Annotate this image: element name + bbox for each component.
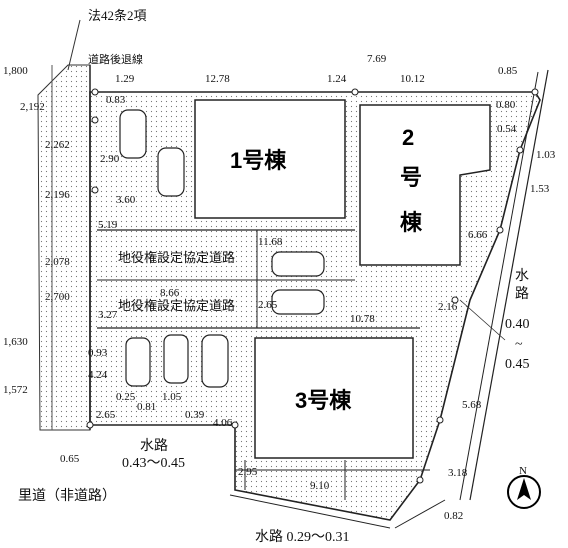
dim-0-39: 0.39 bbox=[185, 409, 205, 421]
dim-10-12: 10.12 bbox=[400, 73, 425, 85]
dim-0-82: 0.82 bbox=[444, 510, 463, 522]
building-3-label: 3号棟 bbox=[295, 388, 352, 413]
north-label: N bbox=[519, 465, 527, 477]
dim-3-60: 3.60 bbox=[116, 194, 136, 206]
car-4 bbox=[271, 289, 325, 315]
car-7 bbox=[201, 334, 229, 388]
dim-1800: 1,800 bbox=[3, 65, 28, 77]
dim-0-83: 0.83 bbox=[106, 94, 126, 106]
dim-2262: 2,262 bbox=[45, 139, 70, 151]
dim-2-65b: 2.65 bbox=[96, 409, 116, 421]
north-compass-icon: N bbox=[507, 465, 541, 509]
dim-0-65: 0.65 bbox=[60, 453, 80, 465]
building-2 bbox=[359, 104, 491, 266]
dim-0-54: 0.54 bbox=[497, 123, 517, 135]
building-1 bbox=[194, 99, 346, 219]
left-road-strip bbox=[37, 19, 91, 431]
building-3 bbox=[254, 337, 414, 459]
waterway-right-3: 0.40 bbox=[505, 317, 530, 332]
dim-3-18: 3.18 bbox=[448, 467, 468, 479]
building-2-go: 号 bbox=[400, 165, 422, 190]
village-road-label: 里道（非道路） bbox=[18, 488, 116, 504]
dim-0-25: 0.25 bbox=[116, 391, 136, 403]
dim-1-05: 1.05 bbox=[162, 391, 182, 403]
dim-5-68: 5.68 bbox=[462, 399, 482, 411]
dim-1-24: 1.24 bbox=[327, 73, 347, 85]
car-2 bbox=[157, 147, 185, 197]
corner-markers bbox=[86, 88, 539, 484]
dim-4-06: 4.06 bbox=[213, 417, 233, 429]
dim-2-95: 2.95 bbox=[238, 466, 258, 478]
waterway-right-2: 路 bbox=[515, 286, 529, 302]
bottom-waterway bbox=[229, 494, 446, 529]
dim-8-66: 8.66 bbox=[160, 287, 180, 299]
dim-11-68: 11.68 bbox=[258, 236, 283, 248]
dim-1572: 1,572 bbox=[3, 384, 28, 396]
car-3 bbox=[271, 251, 325, 277]
dim-0-93: 0.93 bbox=[88, 347, 108, 359]
dim-2192: 2,192 bbox=[20, 101, 45, 113]
dim-2-65a: 2.65 bbox=[258, 299, 278, 311]
dim-1630: 1,630 bbox=[3, 336, 28, 348]
easement-road-upper: 地役権設定協定道路 bbox=[118, 250, 235, 265]
dim-0-80: 0.80 bbox=[496, 99, 516, 111]
dim-5-19: 5.19 bbox=[98, 219, 118, 231]
dim-2700: 2,700 bbox=[45, 291, 70, 303]
dim-1-03: 1.03 bbox=[536, 149, 556, 161]
dim-0-81: 0.81 bbox=[137, 401, 156, 413]
dim-1-53: 1.53 bbox=[530, 183, 550, 195]
waterway-bottom-left-range: 0.43～0.45 bbox=[122, 456, 185, 471]
waterway-bottom-label: 水路 0.29～0.31 bbox=[255, 529, 350, 545]
car-6 bbox=[163, 334, 189, 384]
dim-12-78: 12.78 bbox=[205, 73, 230, 85]
bottom-lot-lines bbox=[235, 460, 430, 500]
dim-2-16: 2.16 bbox=[438, 301, 458, 313]
dim-4-24: 4.24 bbox=[88, 369, 108, 381]
car-1 bbox=[119, 109, 147, 159]
dim-7-69: 7.69 bbox=[367, 53, 387, 65]
dim-0-85: 0.85 bbox=[498, 65, 518, 77]
dim-3-27: 3.27 bbox=[98, 309, 118, 321]
parked-cars bbox=[119, 109, 325, 388]
easement-road-lower: 地役権設定協定道路 bbox=[118, 298, 235, 313]
building-2-number: 2 bbox=[402, 125, 414, 150]
dim-10-78: 10.78 bbox=[350, 313, 375, 325]
dimension-labels: 1,800 1.29 12.78 1.24 7.69 10.12 0.85 0.… bbox=[3, 53, 556, 522]
dim-2-90: 2.90 bbox=[100, 153, 120, 165]
waterway-right-5: 0.45 bbox=[505, 357, 530, 372]
dim-2196: 2,196 bbox=[45, 189, 70, 201]
dim-6-66: 6.66 bbox=[468, 229, 488, 241]
right-waterway bbox=[459, 69, 549, 501]
dim-1-29: 1.29 bbox=[115, 73, 135, 85]
dim-2078: 2,078 bbox=[45, 256, 70, 268]
waterway-right-1: 水 bbox=[515, 268, 529, 284]
setback-line-label: 道路後退線 bbox=[88, 52, 143, 66]
waterway-right-4: ~ bbox=[515, 337, 523, 352]
building-1-label: 1号棟 bbox=[230, 148, 287, 173]
easement-road-area bbox=[97, 229, 420, 329]
building-2-mune: 棟 bbox=[400, 210, 423, 235]
dim-9-10: 9.10 bbox=[310, 480, 330, 492]
heading-article-42-2: 法42条2項 bbox=[88, 8, 147, 23]
waterway-bottom-left-label: 水路 bbox=[140, 438, 168, 454]
car-5 bbox=[125, 337, 151, 387]
